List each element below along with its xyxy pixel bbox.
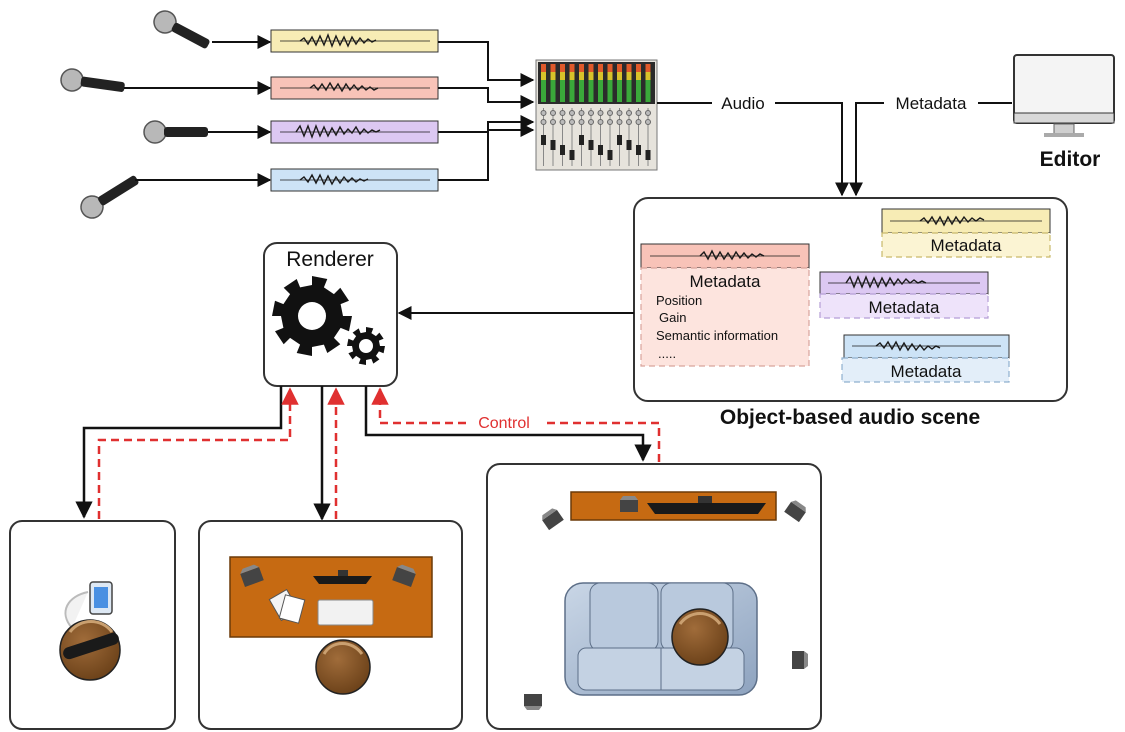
track-blue [270,168,439,192]
metadata-arrow [849,102,884,197]
gears-icon [272,276,385,365]
control-label: Control [478,415,530,432]
renderer-label: Renderer [286,248,374,271]
soundbar-icon [647,496,766,514]
track-yellow [270,29,439,53]
loudspeaker-icon [620,496,638,512]
mic-connectors [124,35,272,187]
livingroom-scene [524,491,808,710]
editor-label: Editor [1040,148,1101,171]
field-semantic-information: Semantic information [656,328,778,343]
microphone-icon [143,120,208,144]
scene-object-red [640,243,810,367]
yellow-object-metadata-title: Metadata [931,236,1002,255]
papers [268,588,306,624]
audio-arrow [775,102,849,197]
scene-object-purple [819,271,989,319]
desk-scene [229,556,433,695]
microphone-icon [60,68,125,92]
metadata-label: Metadata [896,94,967,113]
scene-object-blue [841,334,1010,383]
mixing-console-icon [535,59,658,171]
control-arrows [97,387,661,519]
red-object-metadata-title: Metadata [690,272,761,291]
scene-title: Object-based audio scene [720,406,980,429]
head-icon [671,608,729,666]
microphone-icon [153,10,210,49]
loudspeaker-icon [792,651,808,669]
headphones-icon [63,632,119,660]
loudspeaker-icon [784,500,806,523]
head-icon [315,639,371,695]
blue-object-metadata-title: Metadata [891,362,962,381]
loudspeaker-icon [524,694,542,710]
render-output-arrows [75,386,652,521]
scene-object-yellow [881,208,1051,258]
track-purple [270,120,439,144]
monitor-icon [1013,54,1115,137]
loudspeaker-icon [240,564,264,587]
monitor-bar [313,576,372,584]
track-red [270,76,439,100]
purple-object-metadata-title: Metadata [869,298,940,317]
microphone-icon [80,175,139,219]
headphones-listener [59,581,121,681]
field-gain: Gain [659,310,686,325]
field-position: Position [656,293,702,308]
loudspeaker-icon [392,564,416,587]
field-ellipsis: ..... [658,346,676,361]
audio-label: Audio [721,94,764,113]
loudspeaker-icon [542,508,564,531]
keyboard-icon [317,599,374,626]
track-connectors [438,41,535,181]
